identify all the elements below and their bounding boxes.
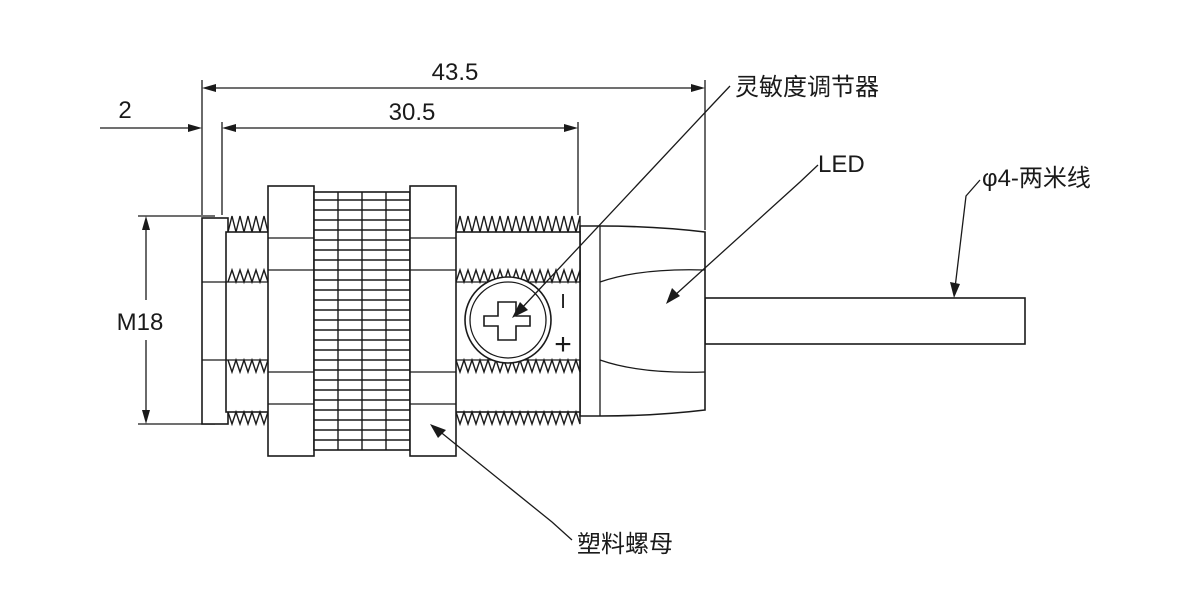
dimension-front-offset-label: 2 — [118, 97, 131, 124]
callout-plastic-nut: 塑料螺母 — [430, 424, 673, 558]
cable — [704, 297, 1026, 345]
dimension-thread-size-label: M18 — [117, 309, 164, 336]
thread-tooth-row-top — [227, 215, 269, 233]
dimension-overall-label: 43.5 — [432, 59, 479, 86]
dimension-thread-size: M18 — [117, 215, 215, 425]
callout-cable-label: φ4-两米线 — [982, 165, 1091, 192]
callout-plastic-nut-label: 塑料螺母 — [577, 531, 673, 558]
dimension-thread: 30.5 — [221, 99, 579, 215]
adjuster-plus-mark: + — [554, 328, 572, 361]
dimension-overall: 43.5 — [201, 59, 706, 230]
adjuster-minus-mark: I — [560, 291, 566, 313]
plastic-nut-left — [267, 185, 315, 457]
thread-tooth-row-upper-inner — [227, 267, 269, 285]
knurled-section — [313, 191, 411, 451]
front-face — [201, 217, 229, 425]
callout-sensitivity-adjuster-label: 灵敏度调节器 — [735, 74, 879, 101]
dimension-thread-label: 30.5 — [389, 99, 436, 126]
knurl-lines — [314, 192, 410, 450]
callout-led: LED — [666, 151, 865, 304]
thread-tooth-row-top — [455, 215, 581, 233]
dimension-front-offset: 2 — [100, 97, 202, 132]
thread-tooth-row-bottom — [455, 409, 581, 427]
callout-sensitivity-adjuster: 灵敏度调节器 — [512, 74, 879, 318]
thread-tooth-row-lower-inner — [227, 357, 269, 375]
thread-tooth-row-bottom — [227, 409, 269, 427]
callout-cable: φ4-两米线 — [950, 165, 1091, 298]
plastic-nut-right — [409, 185, 457, 457]
callout-led-label: LED — [818, 151, 865, 178]
rear-cap — [579, 225, 706, 417]
